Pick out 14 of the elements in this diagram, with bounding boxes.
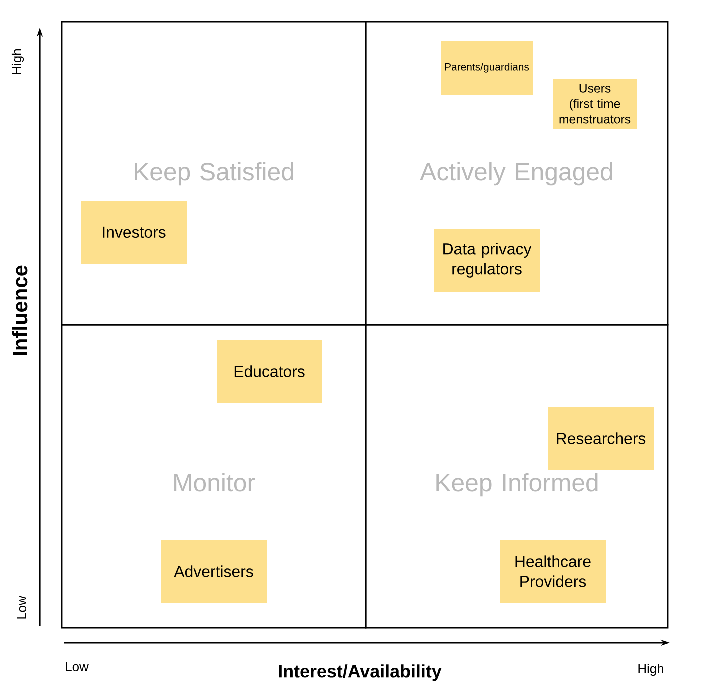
axis-label: High [638, 664, 664, 676]
sticky-note: Investors [81, 201, 187, 264]
sticky-note: Healthcare Providers [500, 540, 606, 603]
axis-title: Influence [12, 266, 28, 356]
axis-title: Interest/Availability [279, 664, 442, 682]
sticky-note: Parents/guardians [441, 41, 533, 95]
axis-label: Low [18, 596, 27, 619]
axis-label: High [12, 50, 24, 74]
sticky-note: Educators [217, 340, 322, 403]
sticky-note: Data privacy regulators [434, 229, 540, 292]
axis-label: Low [66, 662, 89, 672]
sticky-note: Researchers [548, 407, 654, 470]
sticky-note: Users (first time menstruators [553, 79, 637, 129]
sticky-note: Advertisers [161, 540, 267, 603]
